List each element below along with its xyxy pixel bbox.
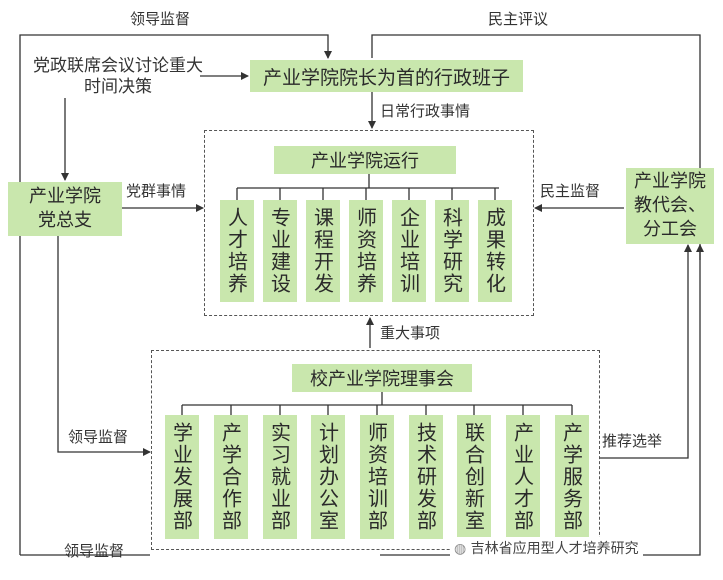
wechat-icon: ◍ xyxy=(454,541,471,557)
operation-item: 师资培养 xyxy=(349,200,383,302)
council-area xyxy=(151,350,600,550)
operation-item: 成果转化 xyxy=(478,200,512,302)
operation-title: 产业学院运行 xyxy=(311,151,419,172)
operation-area xyxy=(204,130,534,316)
council-item: 师资培训部 xyxy=(360,415,394,539)
label-leadership-top: 领导监督 xyxy=(130,10,191,28)
council-title: 校产业学院理事会 xyxy=(310,369,454,390)
label-party-mass: 党群事情 xyxy=(126,182,187,200)
council-item: 实习就业部 xyxy=(263,415,297,539)
label-daily-admin: 日常行政事情 xyxy=(380,102,471,120)
staff-congress-box: 产业学院教代会、分工会 xyxy=(626,168,714,244)
top-admin-label: 产业学院院长为首的行政班子 xyxy=(262,66,510,89)
watermark: ◍ 吉林省应用型人才培养研究 xyxy=(450,537,643,559)
council-item: 计划办公室 xyxy=(311,415,345,539)
label-democratic-supervision: 民主监督 xyxy=(540,182,601,200)
top-admin-box: 产业学院院长为首的行政班子 xyxy=(250,60,523,92)
council-item: 学业发展部 xyxy=(165,415,199,539)
label-recommend-elect: 推荐选举 xyxy=(602,432,663,450)
operation-item: 科学研究 xyxy=(435,200,469,302)
party-branch-label: 产业学院党总支 xyxy=(29,186,101,231)
council-item: 产学合作部 xyxy=(214,415,248,539)
staff-congress-label: 产业学院教代会、分工会 xyxy=(634,171,706,240)
label-leadership-bottom: 领导监督 xyxy=(64,542,125,560)
operation-item: 人才培养 xyxy=(220,200,254,302)
party-branch-box: 产业学院党总支 xyxy=(8,182,122,236)
party-discussion-text: 党政联席会议讨论重大时间决策 xyxy=(33,56,203,97)
operation-item: 课程开发 xyxy=(306,200,340,302)
council-item: 联合创新室 xyxy=(457,415,491,539)
council-item: 产业人才部 xyxy=(506,415,540,539)
council-title-box: 校产业学院理事会 xyxy=(292,364,472,392)
operation-item: 专业建设 xyxy=(263,200,297,302)
operation-title-box: 产业学院运行 xyxy=(274,146,456,174)
council-item: 产学服务部 xyxy=(555,415,589,539)
label-democratic-review: 民主评议 xyxy=(488,10,549,28)
operation-item: 企业培训 xyxy=(392,200,426,302)
council-item: 技术研发部 xyxy=(409,415,443,539)
label-major-matters: 重大事项 xyxy=(380,324,441,342)
label-leadership-mid: 领导监督 xyxy=(68,428,129,446)
